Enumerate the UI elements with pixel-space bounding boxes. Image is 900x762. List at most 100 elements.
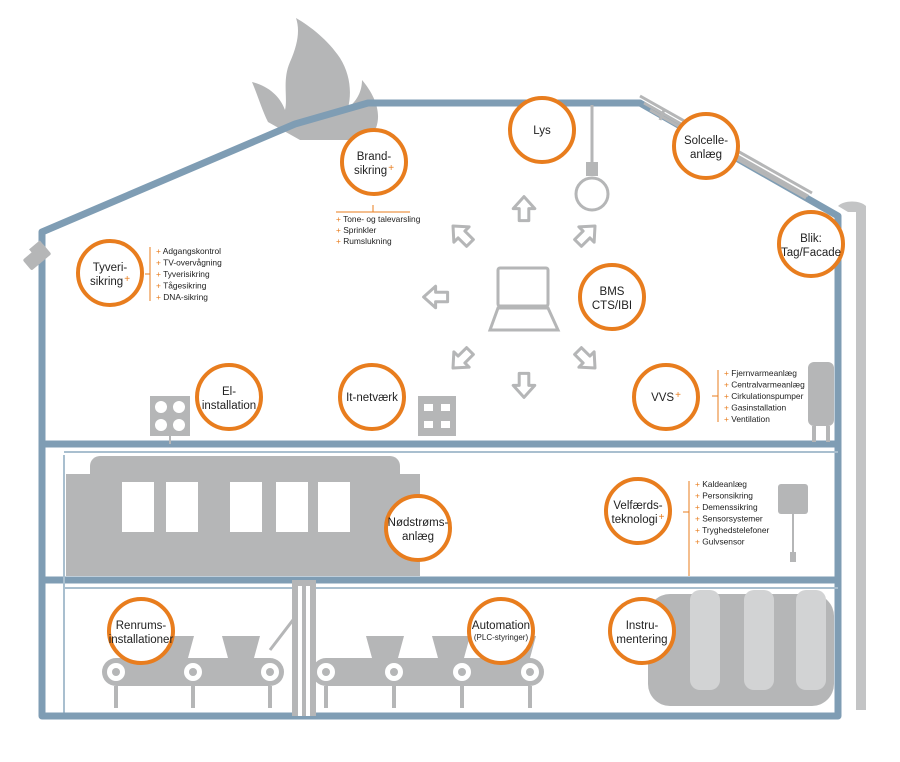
- node-label-line2: teknologi+: [612, 512, 665, 526]
- conveyor-roller-hub: [526, 668, 534, 676]
- node-lys: Lys: [508, 96, 576, 164]
- arrow-icon: [422, 195, 597, 399]
- list-item-velfaerd: + Tryghedstelefoner: [695, 525, 769, 535]
- list-item-text: Sprinkler: [343, 225, 376, 235]
- node-circle: [467, 597, 535, 665]
- shaft-icon: [268, 580, 316, 716]
- node-label-line1: Nødstrøms-: [388, 517, 449, 529]
- bullet-plus-icon: +: [695, 479, 702, 489]
- conveyor-leg: [460, 686, 464, 708]
- bullet-plus-icon: +: [156, 258, 163, 268]
- list-item-text: Tryghedstelefoner: [702, 525, 769, 535]
- generator-icon: [66, 456, 420, 576]
- conveyor-roller-hub: [266, 668, 274, 676]
- conveyor-icon: [102, 636, 544, 708]
- conveyor-roller-hub: [390, 668, 398, 676]
- arrow-icon: [451, 224, 475, 248]
- node-label-line2: CTS/IBI: [592, 300, 632, 312]
- node-label-line1: Brand-: [357, 151, 392, 163]
- node-circle: [195, 363, 263, 431]
- laptop-icon: [487, 266, 561, 332]
- node-circle: [608, 597, 676, 665]
- list-item-brand: + Sprinkler: [336, 225, 376, 235]
- list-item-vvs: + Cirkulationspumper: [724, 391, 804, 401]
- conveyor-bucket: [222, 636, 260, 658]
- camera-icon: [23, 240, 51, 270]
- list-item-brand: + Rumslukning: [336, 236, 392, 246]
- conveyor-leg: [324, 686, 328, 708]
- list-item-brand: + Tone- og talevarsling: [336, 214, 421, 224]
- bullet-plus-icon: +: [156, 246, 163, 256]
- bullet-plus-icon: +: [156, 292, 163, 302]
- conveyor-leg: [114, 686, 118, 708]
- bullet-plus-icon: +: [695, 514, 702, 524]
- plus-icon: +: [388, 163, 394, 174]
- bullet-plus-icon: +: [695, 502, 702, 512]
- list-item-text: Ventilation: [731, 414, 770, 424]
- node-label-line1: It-netværk: [346, 392, 398, 404]
- node-solcelle: Solcelle-anlæg: [672, 112, 740, 180]
- node-circle: [76, 239, 144, 307]
- node-circle: [578, 263, 646, 331]
- node-label-line2: sikring+: [90, 274, 130, 288]
- node-label-line1: Tyveri-: [93, 262, 128, 274]
- network-outlet-icon: [418, 396, 456, 436]
- node-circle: [338, 363, 406, 431]
- node-label-line1: Instru-: [626, 620, 659, 632]
- socket-icon: [150, 396, 190, 444]
- node-velfaerd: Velfærds-teknologi+: [604, 477, 672, 545]
- node-bms: BMS CTS/IBI: [578, 263, 646, 331]
- conveyor-roller-hub: [112, 668, 120, 676]
- list-item-vvs: + Ventilation: [724, 414, 770, 424]
- node-label-line1: Solcelle-: [684, 135, 728, 147]
- arrow-icon: [573, 224, 597, 248]
- node-it: It-netværk: [338, 363, 406, 431]
- tank-icon: [648, 590, 834, 706]
- conveyor-leg: [268, 686, 272, 708]
- list-item-tyveri: + Adgangskontrol: [156, 246, 221, 256]
- bullet-plus-icon: +: [724, 368, 731, 378]
- node-circle: [384, 494, 452, 562]
- node-nodstrom: Nødstrøms-anlæg: [384, 494, 452, 562]
- node-circle: [340, 128, 408, 196]
- list-item-tyveri: + Tyverisikring: [156, 269, 210, 279]
- bullet-plus-icon: +: [695, 537, 702, 547]
- node-label-line1: Blik:: [800, 233, 822, 245]
- node-label-line2: anlæg: [690, 149, 722, 161]
- list-item-text: Tågesikring: [163, 281, 207, 291]
- conveyor-leg: [528, 686, 532, 708]
- node-circle: [604, 477, 672, 545]
- node-tyveri: Tyveri-sikring+: [76, 239, 144, 307]
- node-label-line2: Tag/Facade: [781, 247, 841, 259]
- node-label-line1: BMS: [600, 286, 625, 298]
- arrow-icon: [451, 346, 475, 370]
- bullet-plus-icon: +: [336, 214, 343, 224]
- bullet-plus-icon: +: [724, 403, 731, 413]
- bullet-plus-icon: +: [724, 414, 731, 424]
- boiler-icon: [808, 362, 834, 442]
- node-brand: Brand-sikring+: [340, 128, 408, 196]
- node-label-line2: sikring+: [354, 163, 394, 177]
- list-item-text: Kaldeanlæg: [702, 479, 747, 489]
- arrow-icon: [573, 346, 597, 370]
- bullet-plus-icon: +: [336, 225, 343, 235]
- node-label-line2: anlæg: [402, 531, 434, 543]
- node-el: El-installation: [195, 363, 263, 431]
- list-item-text: Gasinstallation: [731, 403, 786, 413]
- bullet-plus-icon: +: [695, 525, 702, 535]
- conveyor-bucket: [366, 636, 404, 658]
- list-item-text: Sensorsystemer: [702, 514, 763, 524]
- node-label-line2: (PLC-styringer): [474, 633, 529, 642]
- list-item-vvs: + Centralvarmeanlæg: [724, 380, 805, 390]
- node-circle: [107, 597, 175, 665]
- bullet-plus-icon: +: [156, 269, 163, 279]
- node-label-line1: VVS+: [651, 390, 681, 404]
- list-item-text: Rumslukning: [343, 236, 392, 246]
- conveyor-leg: [191, 686, 195, 708]
- node-blik: Blik: Tag/Facade: [777, 210, 845, 278]
- conveyor-bucket: [432, 636, 470, 658]
- plus-icon: +: [675, 390, 681, 401]
- arrow-icon: [422, 284, 450, 310]
- conveyor-leg: [392, 686, 396, 708]
